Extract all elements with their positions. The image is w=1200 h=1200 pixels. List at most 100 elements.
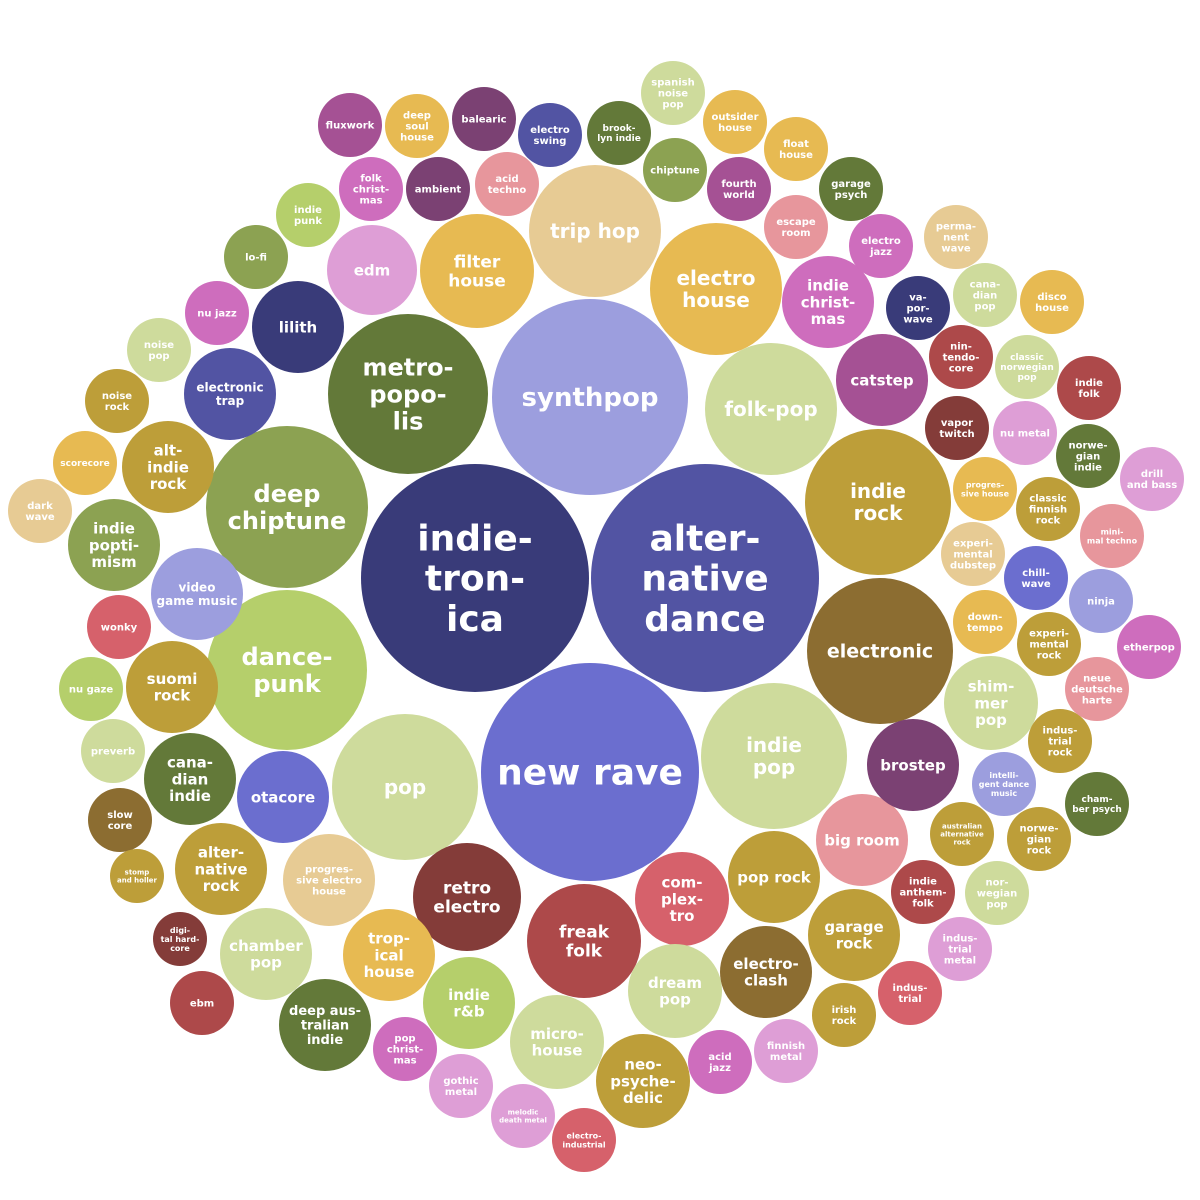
bubble: nu metal bbox=[993, 401, 1057, 465]
bubble-label: new rave bbox=[497, 753, 683, 794]
bubble-circle bbox=[816, 794, 908, 886]
bubble-circle bbox=[941, 522, 1005, 586]
bubble: nu gaze bbox=[59, 657, 123, 721]
bubble-label: mini-mal techno bbox=[1087, 527, 1138, 545]
bubble-circle bbox=[707, 157, 771, 221]
bubble-circle bbox=[207, 590, 367, 750]
bubble-circle bbox=[8, 479, 72, 543]
bubble-label: pop rock bbox=[737, 868, 812, 886]
bubble: nu jazz bbox=[185, 281, 249, 345]
bubble-circle bbox=[385, 94, 449, 158]
bubble: com-plex-tro bbox=[635, 852, 729, 946]
bubble-circle bbox=[529, 165, 661, 297]
bubble-circle bbox=[591, 464, 819, 692]
bubble-circle bbox=[891, 860, 955, 924]
bubble: pop rock bbox=[728, 831, 820, 923]
bubble: electronic bbox=[807, 578, 953, 724]
bubble-circle bbox=[552, 1108, 616, 1172]
bubble-circle bbox=[276, 183, 340, 247]
bubble: down-tempo bbox=[953, 590, 1017, 654]
bubble: va-por-wave bbox=[886, 276, 950, 340]
bubble-label: micro-house bbox=[530, 1025, 584, 1060]
bubble-circle bbox=[808, 889, 900, 981]
bubble: lo-fi bbox=[224, 225, 288, 289]
bubble-circle bbox=[413, 843, 521, 951]
bubble-label: nin-tendo-core bbox=[943, 341, 980, 374]
bubble-circle bbox=[518, 103, 582, 167]
bubble-label: edm bbox=[354, 261, 391, 279]
bubble-label: balearic bbox=[461, 115, 506, 126]
bubble-circle bbox=[184, 348, 276, 440]
bubble-label: va-por-wave bbox=[903, 292, 933, 325]
bubble: otacore bbox=[237, 751, 329, 843]
bubble-circle bbox=[807, 578, 953, 724]
bubble-circle bbox=[641, 61, 705, 125]
bubble-circle bbox=[995, 335, 1059, 399]
bubble-circle bbox=[805, 429, 951, 575]
bubble-circle bbox=[406, 157, 470, 221]
bubble-circle bbox=[635, 852, 729, 946]
bubble: metro-popo-lis bbox=[328, 314, 488, 474]
bubble-label: nu gaze bbox=[69, 685, 113, 696]
bubble-circle bbox=[220, 908, 312, 1000]
bubble-circle bbox=[1017, 612, 1081, 676]
bubble-label: chill-wave bbox=[1021, 568, 1051, 590]
bubble-label: chiptune bbox=[650, 166, 700, 177]
bubble-label: otacore bbox=[251, 788, 315, 806]
bubble-circle bbox=[252, 281, 344, 373]
bubble-label: etherpop bbox=[1123, 643, 1175, 654]
bubble-circle bbox=[85, 369, 149, 433]
bubble: edm bbox=[327, 225, 417, 315]
bubble-label: digi-tal hard-core bbox=[161, 926, 200, 953]
bubble-circle bbox=[1117, 615, 1181, 679]
bubble-circle bbox=[175, 823, 267, 915]
bubble-circle bbox=[144, 733, 236, 825]
bubble-circle bbox=[1057, 356, 1121, 420]
bubble-circle bbox=[1028, 709, 1092, 773]
bubble-circle bbox=[650, 223, 782, 355]
bubble-circle bbox=[754, 1019, 818, 1083]
bubble: chiptune bbox=[643, 138, 707, 202]
bubble: scorecore bbox=[53, 431, 117, 495]
